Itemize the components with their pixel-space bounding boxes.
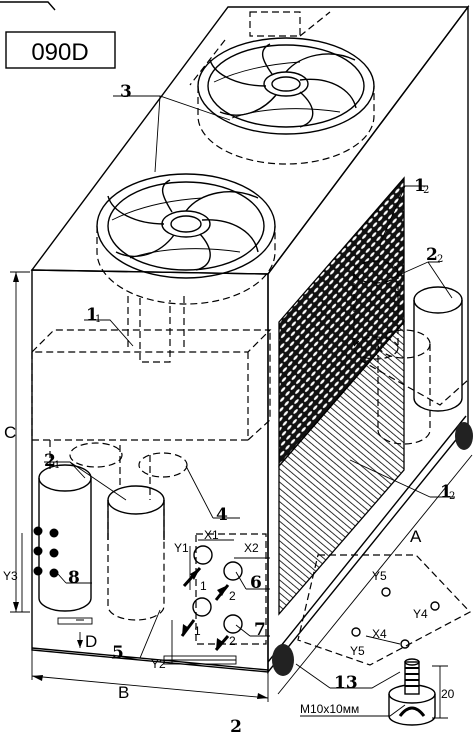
base-line	[31, 647, 269, 671]
dim-X4: X4	[372, 627, 387, 641]
dim-X2: X2	[244, 541, 259, 555]
side-base-line	[267, 415, 467, 663]
port-1-upper: 1	[200, 579, 207, 593]
side-compressors	[353, 260, 469, 445]
port-2-upper: 2	[229, 589, 236, 603]
callout-2-2: 2	[426, 245, 438, 265]
dim-Y5-upper: Y5	[372, 569, 387, 583]
fan-lower	[96, 173, 276, 305]
callout-6: 6	[250, 573, 262, 593]
figure-number: 2	[230, 717, 242, 737]
dim-D: D	[85, 632, 97, 651]
top-fragment	[0, 1, 56, 11]
callout-1-1-sub: 1	[95, 314, 101, 325]
dim-Y2: Y2	[151, 657, 166, 671]
vibration-foot	[388, 658, 436, 726]
front-compressors	[38, 440, 188, 621]
leader-lines	[44, 95, 455, 717]
dimension-lines	[10, 271, 473, 719]
top-dashed-lines	[189, 11, 331, 86]
dim-Y1: Y1	[174, 541, 189, 555]
dim-A: A	[410, 527, 422, 546]
coil-lower	[278, 320, 405, 616]
top-face	[30, 6, 470, 275]
model-badge: 090D	[31, 39, 88, 66]
dim-Y3: Y3	[3, 569, 18, 583]
dim-C: C	[4, 423, 16, 442]
model-badge-frame	[5, 31, 116, 69]
callout-5: 5	[112, 643, 124, 663]
callout-1-2-bottom: 1	[440, 482, 452, 502]
port-2-lower: 2	[229, 634, 236, 648]
callout-13: 13	[334, 673, 358, 693]
mounting-plan	[297, 554, 471, 666]
fan-upper	[197, 37, 375, 165]
callout-1-2-bottom-sub: 2	[449, 491, 455, 502]
callout-1-2-top-sub: 2	[423, 185, 429, 196]
cabinet	[30, 4, 470, 674]
dim-X1: X1	[204, 528, 219, 542]
callout-4: 4	[216, 505, 228, 525]
connection-dots	[33, 526, 59, 578]
callout-7: 7	[254, 620, 266, 640]
dim-Y4: Y4	[413, 607, 428, 621]
top-dashed-box	[249, 11, 301, 37]
dim-height-20: 20	[441, 687, 455, 701]
dim-B: B	[118, 683, 129, 702]
callout-2-1-sub: 1	[54, 460, 60, 471]
callout-1-2-top: 1	[414, 176, 426, 196]
dim-bolt: M10x10мм	[300, 702, 359, 716]
callout-2-2-sub: 2	[437, 254, 443, 265]
control-box	[30, 329, 272, 441]
callout-3: 3	[120, 82, 132, 102]
dim-Y5-lower: Y5	[350, 644, 365, 658]
foot-front	[272, 644, 294, 676]
callout-2-1: 2	[44, 451, 56, 471]
foot-side	[455, 422, 473, 450]
callout-8: 8	[68, 568, 80, 588]
callout-1-1: 1	[86, 305, 98, 325]
port-1-lower: 1	[194, 624, 201, 638]
